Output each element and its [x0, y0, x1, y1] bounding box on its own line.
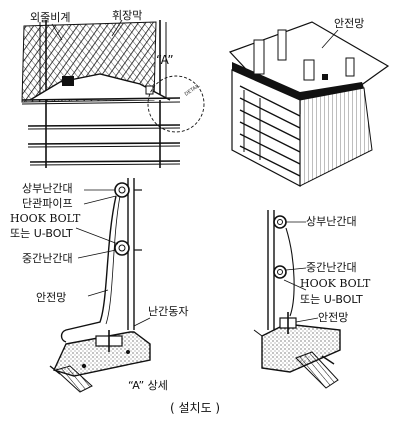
isometric-view [228, 21, 390, 187]
detail-a-section [49, 178, 151, 393]
label-screen-cover: 휘장막 [112, 9, 143, 22]
label-or-ubolt-right: 또는 U-BOLT [300, 293, 363, 306]
scaffold-elevation: DETAIL [21, 19, 205, 168]
alternate-section [253, 210, 341, 389]
label-hook-bolt-right: HOOK BOLT [300, 277, 371, 290]
label-or-ubolt-left: 또는 U-BOLT [10, 227, 73, 240]
label-safety-net-right: 안전망 [318, 311, 349, 324]
caption: ( 설치도 ) [170, 401, 221, 415]
label-mid-rail-left: 중간난간대 [22, 252, 73, 265]
svg-text:DETAIL: DETAIL [184, 83, 202, 98]
label-single-pipe: 단관파이프 [22, 197, 73, 210]
label-safety-net-left: 안전망 [36, 291, 67, 304]
label-hook-bolt-left: HOOK BOLT [10, 212, 81, 225]
label-outer-scaffold: 외줄비계 [30, 11, 71, 24]
label-top-rail-right: 상부난간대 [306, 215, 357, 228]
label-top-rail-left: 상부난간대 [22, 182, 73, 195]
label-mark-a: “A” [156, 53, 174, 67]
label-mid-rail-right: 중간난간대 [306, 261, 357, 274]
label-safety-net-top: 안전망 [334, 17, 365, 30]
label-rail-post: 난간동자 [148, 305, 189, 318]
label-detail-a: “A” 상세 [128, 379, 168, 392]
